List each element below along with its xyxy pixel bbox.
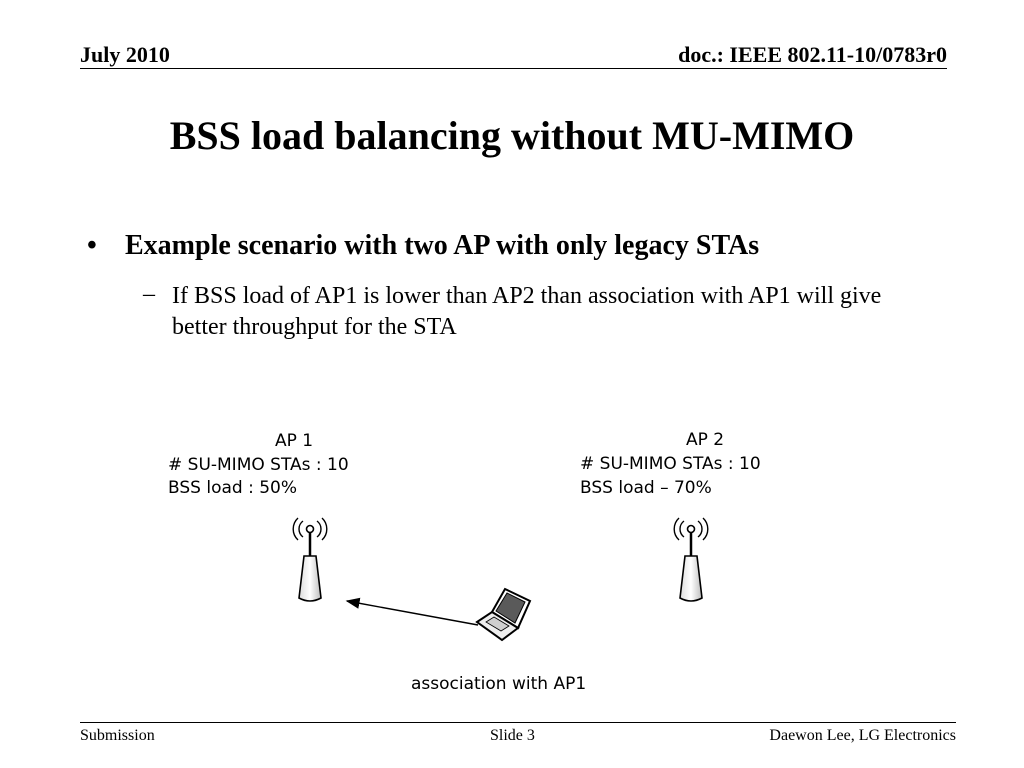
association-caption: association with AP1 — [411, 674, 587, 694]
ap1-antenna-icon — [292, 517, 328, 602]
ap1-bss-load: BSS load : 50% — [168, 478, 298, 498]
ap2-bss-load: BSS load – 70% — [580, 478, 712, 498]
header-rule — [80, 68, 947, 69]
bullet-marker: • — [87, 230, 97, 261]
sub-bullet-marker: – — [143, 281, 155, 307]
ap2-name: AP 2 — [686, 430, 725, 450]
laptop-icon — [475, 587, 532, 642]
slide-title: BSS load balancing without MU-MIMO — [169, 113, 855, 158]
footer-author: Daewon Lee, LG Electronics — [769, 727, 956, 744]
sub-bullet-text: If BSS load of AP1 is lower than AP2 tha… — [172, 283, 882, 340]
footer-rule — [80, 722, 956, 723]
header-doc-id: doc.: IEEE 802.11-10/0783r0 — [678, 42, 947, 67]
footer-submission: Submission — [80, 727, 155, 744]
ap2-antenna-icon — [673, 517, 709, 602]
bullet-text: Example scenario with two AP with only l… — [125, 230, 760, 261]
ap1-sta-count: # SU-MIMO STAs : 10 — [168, 455, 349, 475]
header-date: July 2010 — [80, 42, 170, 67]
association-arrow — [345, 597, 479, 626]
ap1-name: AP 1 — [275, 431, 314, 451]
footer-slide-number: Slide 3 — [490, 727, 535, 744]
ap2-sta-count: # SU-MIMO STAs : 10 — [580, 454, 761, 474]
